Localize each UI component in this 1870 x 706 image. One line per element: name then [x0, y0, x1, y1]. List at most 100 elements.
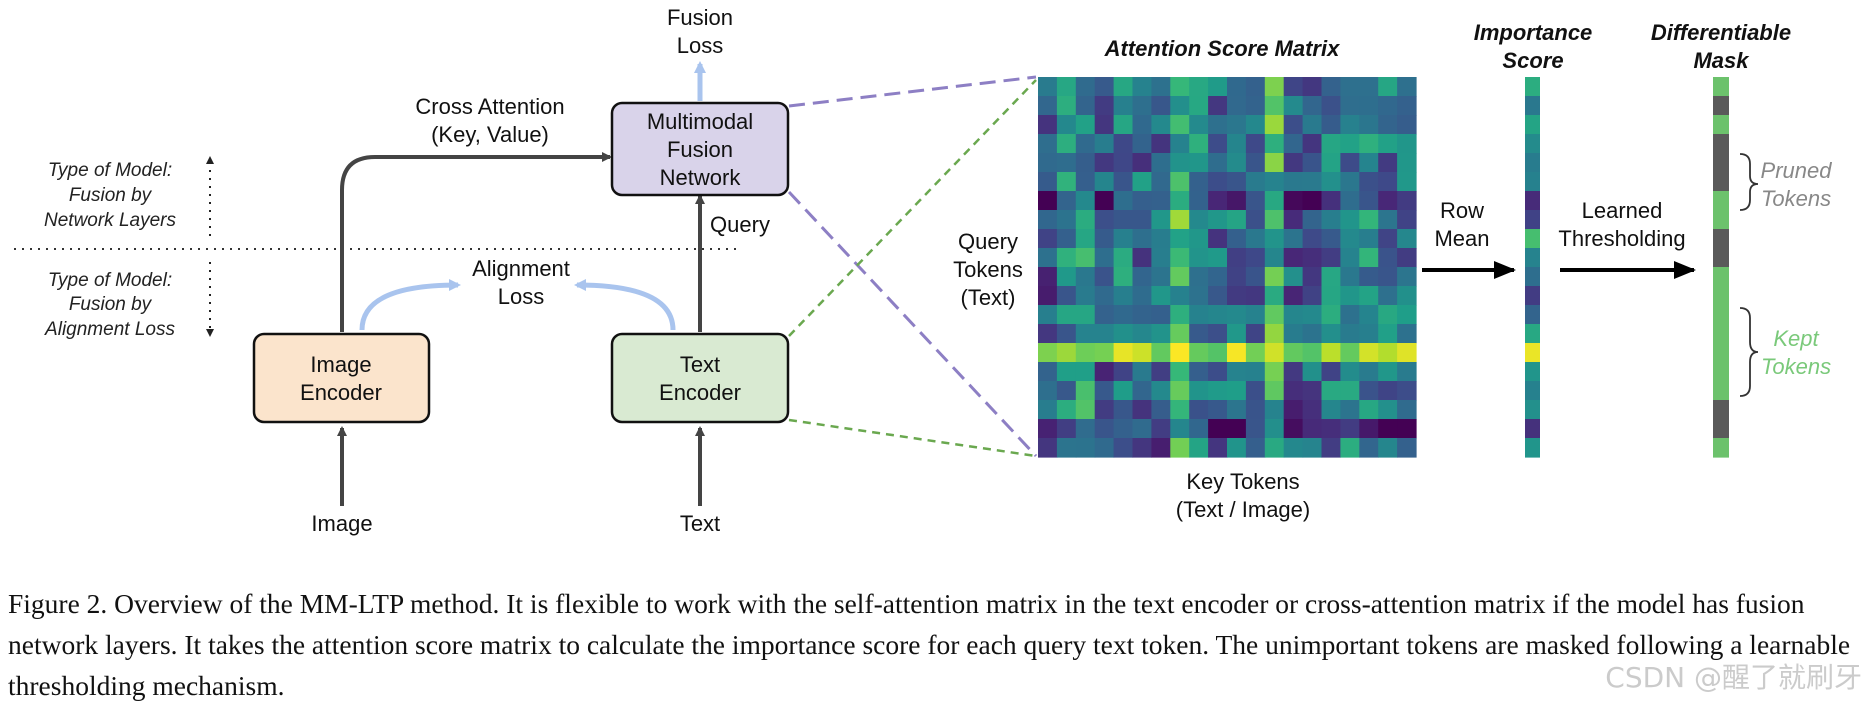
mask-pruned-cell — [1713, 400, 1729, 420]
matrix-cell — [1397, 77, 1417, 97]
kept-tokens-label: Kept Tokens — [1761, 326, 1831, 379]
matrix-cell — [1397, 191, 1417, 211]
matrix-cell — [1397, 267, 1417, 287]
matrix-cell — [1056, 419, 1077, 439]
matrix-cell — [1340, 324, 1360, 344]
matrix-cell — [1283, 229, 1304, 249]
matrix-cell — [1321, 77, 1341, 97]
query-label: Query — [710, 212, 770, 237]
matrix-cell — [1227, 419, 1247, 439]
matrix-cell — [1227, 153, 1247, 173]
matrix-cell — [1264, 172, 1285, 192]
matrix-cell — [1264, 324, 1285, 344]
matrix-cell — [1075, 362, 1096, 382]
matrix-cell — [1038, 134, 1058, 154]
matrix-cell — [1208, 191, 1228, 211]
matrix-cell — [1170, 229, 1190, 249]
matrix-cell — [1208, 115, 1228, 135]
importance-cell — [1525, 77, 1540, 97]
matrix-cell — [1245, 191, 1266, 211]
svg-text:Thresholding: Thresholding — [1558, 226, 1685, 251]
matrix-cell — [1038, 172, 1058, 192]
matrix-cell — [1189, 438, 1209, 458]
watermark: CSDN @醒了就刷牙 — [1605, 661, 1862, 694]
matrix-cell — [1245, 400, 1266, 420]
matrix-cell — [1359, 305, 1379, 325]
matrix-cell — [1340, 115, 1360, 135]
matrix-cell — [1245, 229, 1266, 249]
matrix-cell — [1359, 77, 1379, 97]
matrix-cell — [1094, 267, 1115, 287]
svg-text:Type of Model:: Type of Model: — [48, 160, 172, 181]
matrix-cell — [1075, 96, 1096, 116]
importance-cell — [1525, 96, 1540, 116]
matrix-cell — [1302, 400, 1323, 420]
matrix-cell — [1113, 286, 1134, 306]
svg-text:Network: Network — [660, 165, 742, 190]
pruned-tokens-bracket — [1739, 153, 1759, 211]
importance-cell — [1525, 305, 1540, 325]
matrix-cell — [1208, 286, 1228, 306]
svg-text:(Key, Value): (Key, Value) — [431, 122, 549, 147]
matrix-cell — [1378, 305, 1398, 325]
importance-cell — [1525, 286, 1540, 306]
matrix-cell — [1340, 96, 1360, 116]
matrix-cell — [1283, 267, 1304, 287]
matrix-cell — [1208, 419, 1228, 439]
matrix-cell — [1113, 381, 1134, 401]
matrix-cell — [1189, 153, 1209, 173]
importance-score-bar — [1525, 77, 1540, 458]
matrix-cell — [1227, 229, 1247, 249]
matrix-cell — [1075, 153, 1096, 173]
matrix-cell — [1321, 229, 1341, 249]
matrix-cell — [1056, 267, 1077, 287]
matrix-cell — [1283, 324, 1304, 344]
matrix-cell — [1378, 362, 1398, 382]
importance-cell — [1525, 381, 1540, 401]
matrix-cell — [1321, 191, 1341, 211]
matrix-cell — [1170, 267, 1190, 287]
matrix-cell — [1056, 362, 1077, 382]
matrix-cell — [1151, 400, 1171, 420]
matrix-cell — [1075, 191, 1096, 211]
matrix-cell — [1227, 400, 1247, 420]
importance-score-title: Importance Score — [1474, 20, 1593, 73]
matrix-cell — [1302, 438, 1323, 458]
matrix-cell — [1113, 96, 1134, 116]
matrix-cell — [1359, 381, 1379, 401]
matrix-cell — [1264, 115, 1285, 135]
text-encoder-label: Text Encoder — [659, 352, 741, 405]
matrix-cell — [1321, 324, 1341, 344]
svg-text:Tokens: Tokens — [1761, 354, 1831, 379]
matrix-cell — [1075, 286, 1096, 306]
matrix-cell — [1189, 248, 1209, 268]
matrix-cell — [1132, 305, 1152, 325]
mask-kept-cell — [1713, 286, 1729, 306]
matrix-cell — [1245, 267, 1266, 287]
matrix-cell — [1094, 153, 1115, 173]
image-encoder-label: Image Encoder — [300, 352, 382, 405]
mask-kept-cell — [1713, 324, 1729, 344]
matrix-cell — [1264, 191, 1285, 211]
matrix-cell — [1340, 419, 1360, 439]
matrix-cell — [1208, 438, 1228, 458]
svg-text:Cross Attention: Cross Attention — [415, 94, 564, 119]
image-input-label: Image — [311, 511, 372, 536]
mask-pruned-cell — [1713, 134, 1729, 154]
matrix-cell — [1208, 134, 1228, 154]
matrix-cell — [1302, 96, 1323, 116]
matrix-cell — [1113, 191, 1134, 211]
matrix-cell — [1283, 381, 1304, 401]
matrix-cell — [1227, 324, 1247, 344]
matrix-cell — [1189, 381, 1209, 401]
importance-cell — [1525, 267, 1540, 287]
matrix-cell — [1378, 210, 1398, 230]
matrix-cell — [1378, 286, 1398, 306]
matrix-cell — [1245, 438, 1266, 458]
matrix-cell — [1378, 400, 1398, 420]
matrix-cell — [1170, 172, 1190, 192]
matrix-cell — [1094, 324, 1115, 344]
matrix-cell — [1132, 286, 1152, 306]
matrix-cell — [1208, 229, 1228, 249]
svg-text:(Text / Image): (Text / Image) — [1176, 497, 1310, 522]
